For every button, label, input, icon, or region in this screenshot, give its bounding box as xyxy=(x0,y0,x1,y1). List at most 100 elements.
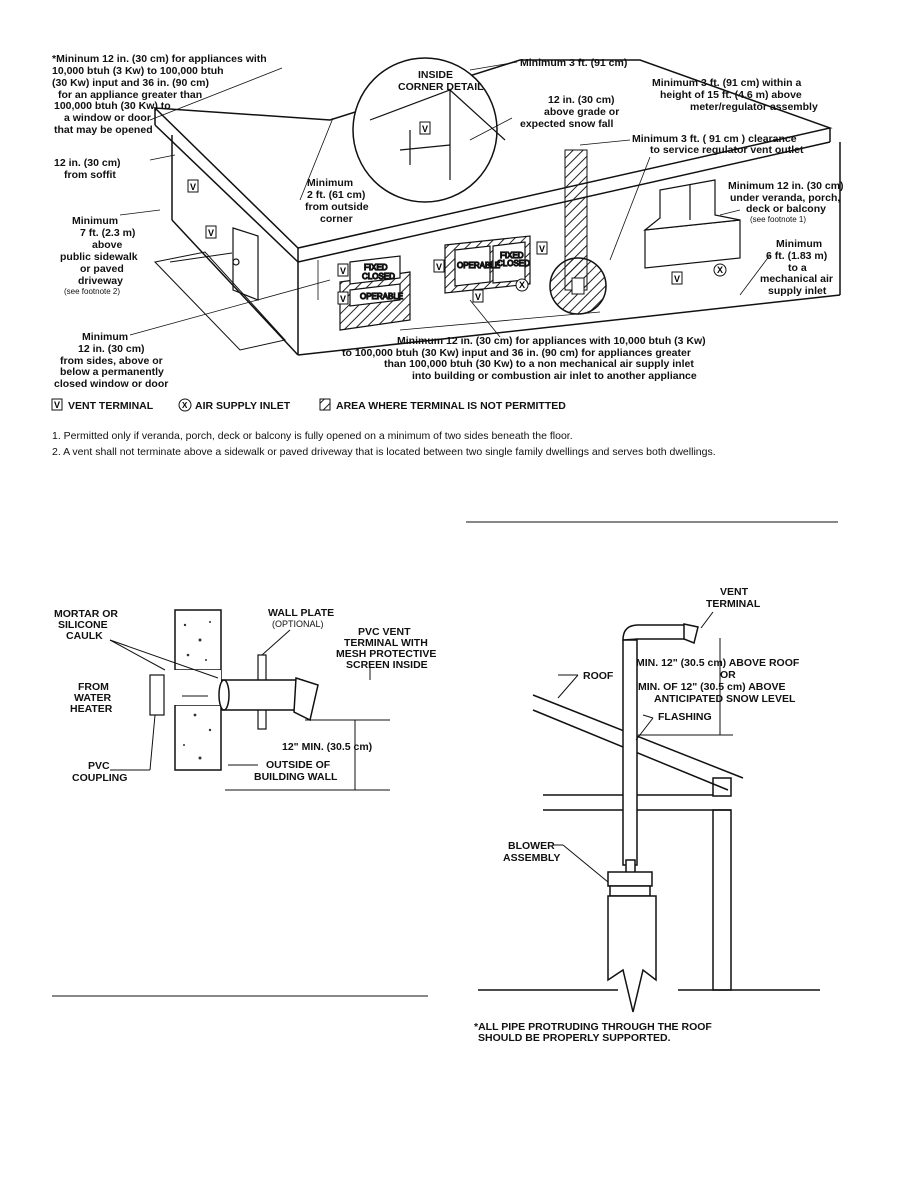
wall-speckle xyxy=(183,621,212,760)
svg-text:V: V xyxy=(340,266,346,276)
svg-text:below a permanently: below a permanently xyxy=(60,366,164,378)
svg-text:Minimum 12 in. (30 cm) for app: Minimum 12 in. (30 cm) for appliances wi… xyxy=(397,335,706,347)
vent-pipe xyxy=(607,623,699,887)
svg-text:above: above xyxy=(92,239,123,251)
svg-text:SCREEN INSIDE: SCREEN INSIDE xyxy=(346,659,428,671)
svg-text:(see footnote 2): (see footnote 2) xyxy=(64,287,120,296)
svg-text:Minimum: Minimum xyxy=(307,177,353,189)
svg-text:AIR SUPPLY INLET: AIR SUPPLY INLET xyxy=(195,400,291,412)
svg-text:supply inlet: supply inlet xyxy=(768,285,827,297)
svg-text:V: V xyxy=(208,228,214,238)
svg-text:HEATER: HEATER xyxy=(70,703,113,715)
svg-text:to a: to a xyxy=(788,262,807,274)
svg-text:to service regulator vent outl: to service regulator vent outlet xyxy=(650,144,804,156)
svg-text:SHOULD BE PROPERLY SUPPORTED.: SHOULD BE PROPERLY SUPPORTED. xyxy=(478,1032,671,1044)
svg-text:than 100,000 btuh (30 Kw) to a: than 100,000 btuh (30 Kw) to a non mecha… xyxy=(384,358,694,370)
svg-text:V: V xyxy=(436,262,442,272)
svg-text:TERMINAL WITH: TERMINAL WITH xyxy=(344,637,428,649)
sidewalk xyxy=(154,251,286,351)
svg-text:above grade or: above grade or xyxy=(544,106,619,118)
svg-text:12" MIN. (30.5 cm): 12" MIN. (30.5 cm) xyxy=(282,741,372,753)
svg-text:V: V xyxy=(422,124,428,134)
svg-text:V: V xyxy=(54,400,60,410)
footnote-1: 1. Permitted only if veranda, porch, dec… xyxy=(52,430,573,442)
pvc-vent-terminal xyxy=(218,676,319,722)
svg-text:TERMINAL: TERMINAL xyxy=(706,598,761,610)
svg-text:MESH PROTECTIVE: MESH PROTECTIVE xyxy=(336,648,436,660)
svg-text:ASSEMBLY: ASSEMBLY xyxy=(503,852,560,864)
svg-text:V: V xyxy=(539,244,545,254)
wall-labels: MORTAR OR SILICONE CAULK WALL PLATE (OPT… xyxy=(54,607,436,784)
svg-text:BLOWER: BLOWER xyxy=(508,840,555,852)
svg-text:10,000 btuh (3 Kw) to 100,000: 10,000 btuh (3 Kw) to 100,000 btuh xyxy=(52,65,224,77)
svg-text:V: V xyxy=(190,182,196,192)
svg-text:12 in. (30 cm): 12 in. (30 cm) xyxy=(78,343,145,355)
svg-text:6 ft. (1.83 m): 6 ft. (1.83 m) xyxy=(766,250,827,262)
svg-text:INSIDE: INSIDE xyxy=(418,69,453,81)
svg-text:into building or combustion ai: into building or combustion air inlet to… xyxy=(412,370,697,382)
building-wall xyxy=(173,609,222,771)
svg-text:CORNER DETAIL: CORNER DETAIL xyxy=(398,81,484,93)
svg-text:V: V xyxy=(340,294,346,304)
svg-text:for an appliance greater than: for an appliance greater than xyxy=(58,89,202,101)
svg-text:deck or balcony: deck or balcony xyxy=(746,203,826,215)
legend: V VENT TERMINAL X AIR SUPPLY INLET AREA … xyxy=(51,398,566,412)
svg-text:*Mininum 12 in. (30 cm) for ap: *Mininum 12 in. (30 cm) for appliances w… xyxy=(52,53,267,65)
svg-text:Minimum 3 ft. (91 cm): Minimum 3 ft. (91 cm) xyxy=(520,57,627,69)
svg-text:12 in. (30 cm): 12 in. (30 cm) xyxy=(548,94,615,106)
svg-text:100,000 btuh (30 Kw) to: 100,000 btuh (30 Kw) to xyxy=(54,100,171,112)
svg-text:VENT: VENT xyxy=(720,586,749,598)
vent-terminal-symbols: V V V V V V V V X X xyxy=(187,179,727,305)
fixed-window-left: FIXED CLOSED OPERABLE xyxy=(339,255,411,331)
svg-text:that may be opened: that may be opened xyxy=(54,124,153,136)
svg-text:(30 Kw) input and 36 in. (90 c: (30 Kw) input and 36 in. (90 cm) xyxy=(52,77,209,89)
svg-text:Minimum 3 ft. (91 cm) within a: Minimum 3 ft. (91 cm) within a xyxy=(652,77,802,89)
leader-lines xyxy=(109,629,390,791)
svg-text:from sides, above or: from sides, above or xyxy=(60,355,163,367)
svg-text:V: V xyxy=(475,292,481,302)
svg-text:FROM: FROM xyxy=(78,681,109,693)
svg-text:COUPLING: COUPLING xyxy=(72,772,127,784)
svg-text:WALL PLATE: WALL PLATE xyxy=(268,607,334,619)
svg-text:meter/regulator assembly: meter/regulator assembly xyxy=(690,101,818,113)
svg-text:X: X xyxy=(717,265,723,275)
svg-text:Minimum: Minimum xyxy=(72,215,118,227)
svg-text:V: V xyxy=(674,274,680,284)
svg-text:ANTICIPATED SNOW LEVEL: ANTICIPATED SNOW LEVEL xyxy=(654,693,796,705)
svg-text:WATER: WATER xyxy=(74,692,112,704)
svg-text:height of 15 ft. (4.6 m) above: height of 15 ft. (4.6 m) above xyxy=(660,89,802,101)
svg-text:OPERABLE: OPERABLE xyxy=(360,292,403,301)
wall-vent-diagram: MORTAR OR SILICONE CAULK WALL PLATE (OPT… xyxy=(52,607,436,997)
svg-text:closed window or door: closed window or door xyxy=(54,378,168,390)
svg-text:7 ft. (2.3 m): 7 ft. (2.3 m) xyxy=(80,227,135,239)
operable-window-center: OPERABLE FIXED CLOSED xyxy=(444,235,531,294)
leader-lines xyxy=(553,611,733,883)
svg-text:Minimum 3 ft. ( 91 cm ) cleara: Minimum 3 ft. ( 91 cm ) clearance xyxy=(632,133,797,145)
svg-text:OR: OR xyxy=(720,669,736,681)
svg-text:(see footnote 1): (see footnote 1) xyxy=(750,215,806,224)
svg-text:Minimum: Minimum xyxy=(82,331,128,343)
pvc-coupling xyxy=(149,674,165,716)
footnote-2: 2. A vent shall not terminate above a si… xyxy=(52,446,716,458)
svg-text:X: X xyxy=(519,280,525,290)
svg-text:from soffit: from soffit xyxy=(64,169,116,181)
svg-text:MIN. 12" (30.5 cm) ABOVE ROOF: MIN. 12" (30.5 cm) ABOVE ROOF xyxy=(636,657,800,669)
svg-text:CLOSED: CLOSED xyxy=(497,259,530,268)
water-heater xyxy=(607,885,657,1013)
svg-text:OUTSIDE OF: OUTSIDE OF xyxy=(266,759,331,771)
svg-text:FLASHING: FLASHING xyxy=(658,711,712,723)
svg-text:(OPTIONAL): (OPTIONAL) xyxy=(272,619,324,629)
svg-text:MORTAR OR: MORTAR OR xyxy=(54,608,118,620)
svg-text:mechanical air: mechanical air xyxy=(760,273,833,285)
svg-text:public sidewalk: public sidewalk xyxy=(60,251,138,263)
svg-text:ROOF: ROOF xyxy=(583,670,614,682)
svg-text:X: X xyxy=(182,401,188,410)
svg-text:CLOSED: CLOSED xyxy=(362,272,395,281)
svg-text:under veranda, porch,: under veranda, porch, xyxy=(730,192,840,204)
svg-text:2 ft. (61 cm): 2 ft. (61 cm) xyxy=(307,189,365,201)
svg-text:12 in. (30 cm): 12 in. (30 cm) xyxy=(54,157,121,169)
svg-text:PVC: PVC xyxy=(88,760,110,772)
venting-clearance-diagram: FIXED CLOSED OPERABLE OPERABLE FIXED CLO… xyxy=(51,53,844,412)
svg-text:driveway: driveway xyxy=(78,275,123,287)
svg-text:FIXED: FIXED xyxy=(364,263,388,272)
